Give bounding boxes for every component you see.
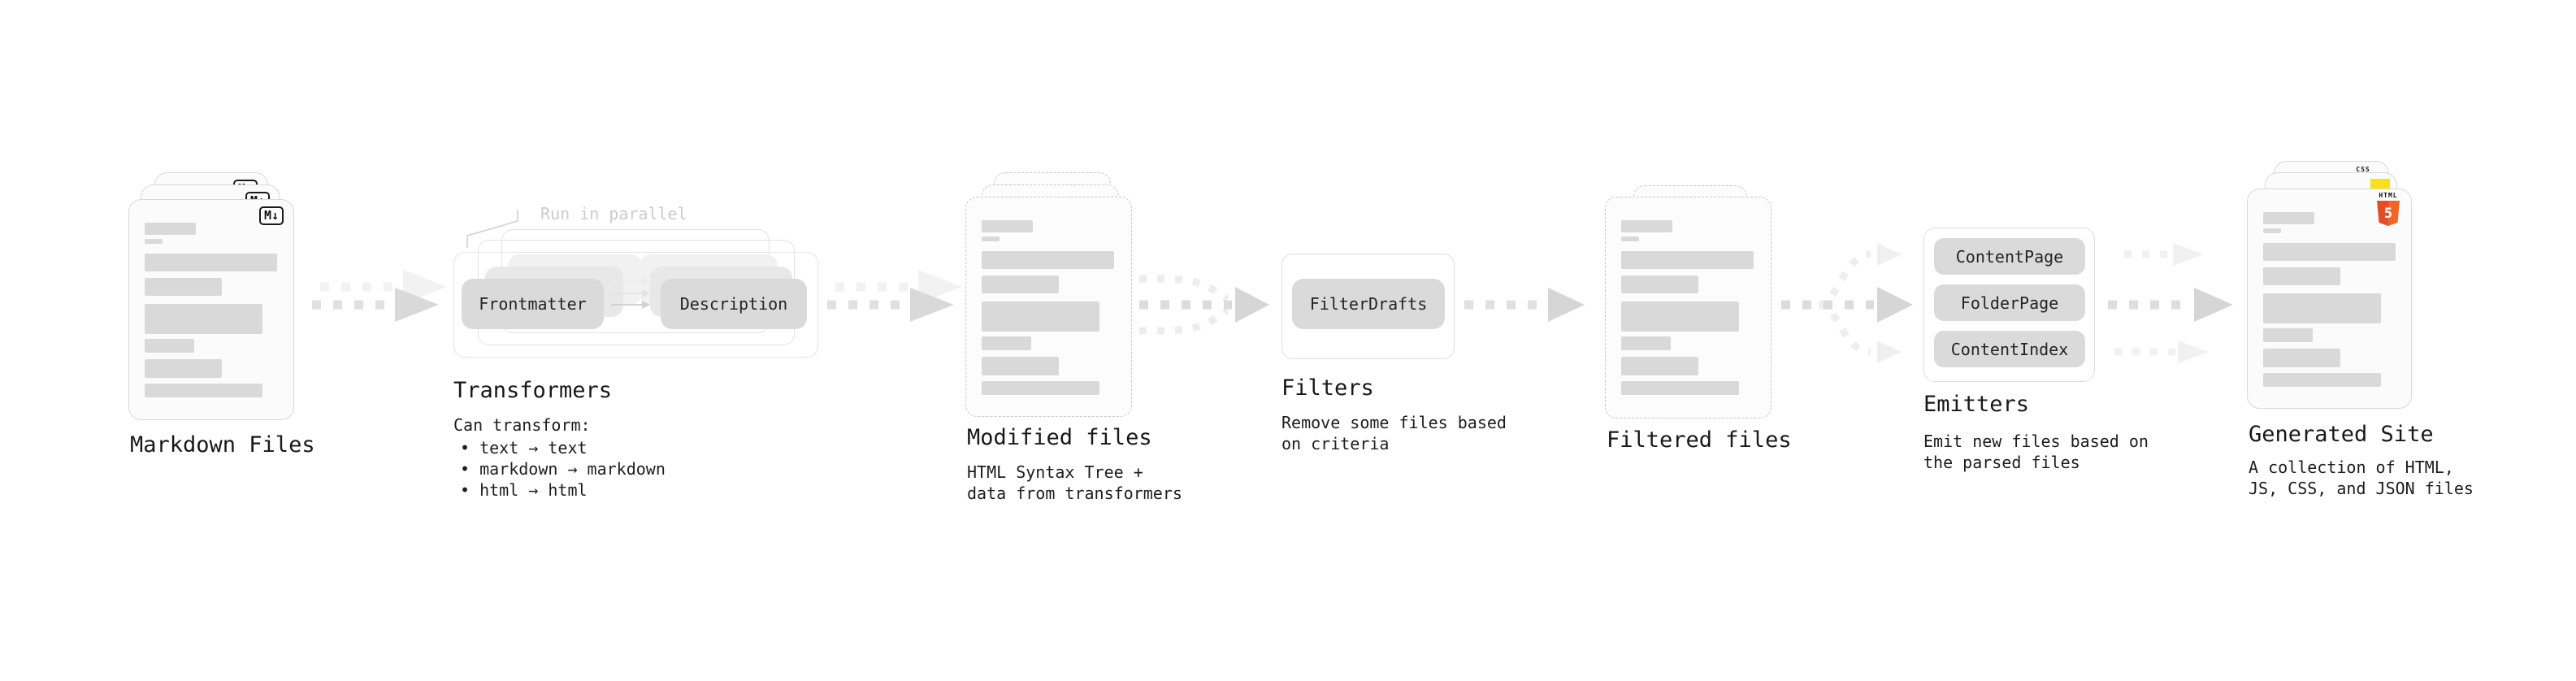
document-content-placeholder <box>2248 212 2411 387</box>
contentindex-pill: ContentIndex <box>1934 331 2085 367</box>
css-icon-label: CSS <box>2356 166 2370 173</box>
filtered-file-card-front <box>1605 197 1772 419</box>
subtitle-line: the parsed files <box>1923 453 2080 472</box>
transformers-capability-list: • text → text • markdown → markdown • ht… <box>460 437 666 501</box>
transformer-layer-front <box>453 252 818 358</box>
flow-arrow-transformers-to-modified-icon <box>827 270 962 322</box>
pill-arrow-icon <box>611 301 650 309</box>
contentpage-pill: ContentPage <box>1934 238 2085 275</box>
subtitle-line: Emit new files based on <box>1923 432 2149 451</box>
markdown-file-card-front: M↓ <box>128 199 294 420</box>
document-content-placeholder <box>1606 220 1771 395</box>
html5-icon-shield: 5 <box>2377 201 2400 226</box>
folderpage-pill: FolderPage <box>1934 284 2085 321</box>
subtitle-line: data from transformers <box>967 484 1182 503</box>
modified-file-card-front <box>965 197 1132 417</box>
stage-title-markdown-files: Markdown Files <box>130 432 315 458</box>
description-pill: Description <box>661 279 807 329</box>
markdown-icon: M↓ <box>258 206 284 225</box>
generated-file-card-html: HTML 5 <box>2247 189 2412 409</box>
list-item: • text → text <box>460 438 588 458</box>
modified-files-subtitle: HTML Syntax Tree + data from transformer… <box>967 462 1182 504</box>
stage-title-filters: Filters <box>1281 375 1374 401</box>
pill-arrow-icon <box>611 289 650 297</box>
flow-arrow-fanout-to-emitters-icon <box>1781 243 1913 363</box>
subtitle-line: HTML Syntax Tree + <box>967 462 1143 482</box>
stage-title-filtered-files: Filtered files <box>1607 427 1792 453</box>
stage-title-generated-site: Generated Site <box>2249 422 2434 447</box>
run-in-parallel-callout-line <box>466 210 518 248</box>
list-item: • html → html <box>460 480 588 500</box>
emitters-subtitle: Emit new files based on the parsed files <box>1923 431 2149 473</box>
transformers-description-heading: Can transform: <box>453 415 591 435</box>
flow-arrow-contentpage-output-icon <box>2124 243 2204 266</box>
list-item: • markdown → markdown <box>460 459 666 479</box>
flow-arrow-markdown-to-transformers-icon <box>312 270 447 322</box>
run-in-parallel-note: Run in parallel <box>540 204 687 223</box>
filters-subtitle: Remove some files based on criteria <box>1281 412 1507 454</box>
javascript-icon <box>2370 179 2390 190</box>
pill-arrow-icon <box>611 277 650 285</box>
html5-icon-number: 5 <box>2383 205 2393 222</box>
flow-arrow-fanin-to-filters-icon <box>1139 275 1269 335</box>
subtitle-line: A collection of HTML, <box>2249 458 2454 477</box>
filterdrafts-pill: FilterDrafts <box>1292 279 1445 329</box>
flow-arrow-folderpage-output-icon <box>2108 288 2233 322</box>
subtitle-line: on criteria <box>1281 434 1390 453</box>
frontmatter-pill: Frontmatter <box>462 279 604 329</box>
generated-site-subtitle: A collection of HTML, JS, CSS, and JSON … <box>2249 457 2474 499</box>
html5-icon: HTML 5 <box>2374 192 2403 226</box>
subtitle-line: Remove some files based <box>1281 413 1507 432</box>
document-content-placeholder <box>966 220 1131 395</box>
stage-title-emitters: Emitters <box>1923 392 2030 417</box>
flow-arrow-filters-to-filtered-icon <box>1464 288 1585 322</box>
stage-title-transformers: Transformers <box>453 378 613 403</box>
stage-title-modified-files: Modified files <box>967 425 1152 450</box>
flow-arrow-contentindex-output-icon <box>2114 340 2209 363</box>
document-content-placeholder <box>129 223 293 397</box>
subtitle-line: JS, CSS, and JSON files <box>2249 479 2474 498</box>
html5-icon-label: HTML <box>2379 192 2398 199</box>
